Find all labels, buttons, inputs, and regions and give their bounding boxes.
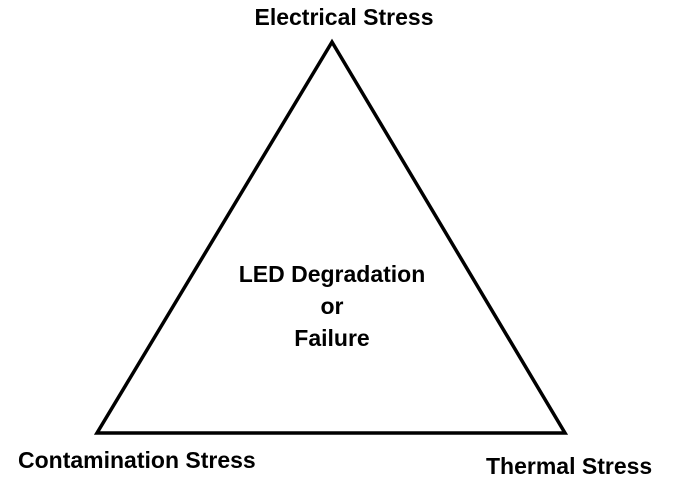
label-electrical-stress: Electrical Stress: [254, 4, 434, 30]
triangle-shape: [93, 38, 569, 435]
center-caption-line-2: or: [320, 293, 344, 319]
center-caption: LED Degradation or Failure: [239, 258, 426, 354]
center-caption-line-3: Failure: [294, 325, 370, 351]
center-caption-line-1: LED Degradation: [238, 261, 426, 287]
label-contamination-stress: Contamination Stress: [18, 447, 256, 473]
label-thermal-stress: Thermal Stress: [486, 453, 653, 479]
